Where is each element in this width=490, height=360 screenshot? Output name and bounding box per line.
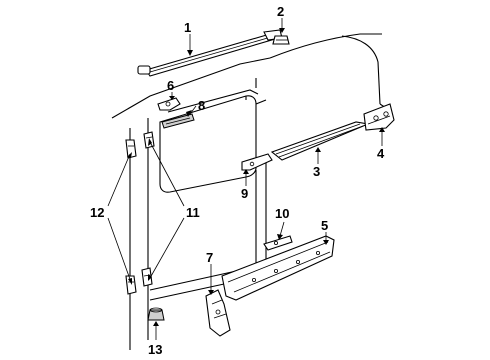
- callout-10: 10: [275, 206, 289, 221]
- callout-4: 4: [377, 146, 385, 161]
- part-2-cap: [272, 35, 290, 45]
- part-12-hinge-upper: [125, 139, 137, 159]
- body-outline: [111, 33, 387, 350]
- callout-2: 2: [277, 4, 284, 19]
- callout-12: 12: [90, 205, 104, 220]
- callout-9: 9: [241, 186, 248, 201]
- callout-labels: 1 2 6 8 4 3 9 10 5 7 11 12 13: [90, 4, 385, 357]
- callout-1: 1: [184, 20, 191, 35]
- callout-5: 5: [321, 218, 328, 233]
- part-1-roof-rail: [137, 29, 283, 77]
- callout-3: 3: [313, 164, 320, 179]
- part-11-hinge-lower: [141, 267, 153, 287]
- part-8-upper-track: [161, 113, 195, 129]
- part-9-track-bracket: [241, 153, 273, 171]
- part-7-pillar: [205, 289, 231, 337]
- part-13-plug: [147, 307, 165, 321]
- part-4-rear-bracket: [363, 103, 395, 131]
- part-12-hinge-lower: [125, 275, 137, 295]
- callout-7: 7: [206, 250, 213, 265]
- part-6-bracket: [157, 97, 181, 111]
- leaders: [107, 18, 385, 340]
- callout-6: 6: [167, 78, 174, 93]
- part-10-bracket: [263, 235, 293, 251]
- callout-13: 13: [148, 342, 162, 357]
- callout-11: 11: [186, 205, 200, 220]
- part-3-side-rail: [270, 121, 370, 161]
- callout-8: 8: [198, 98, 205, 113]
